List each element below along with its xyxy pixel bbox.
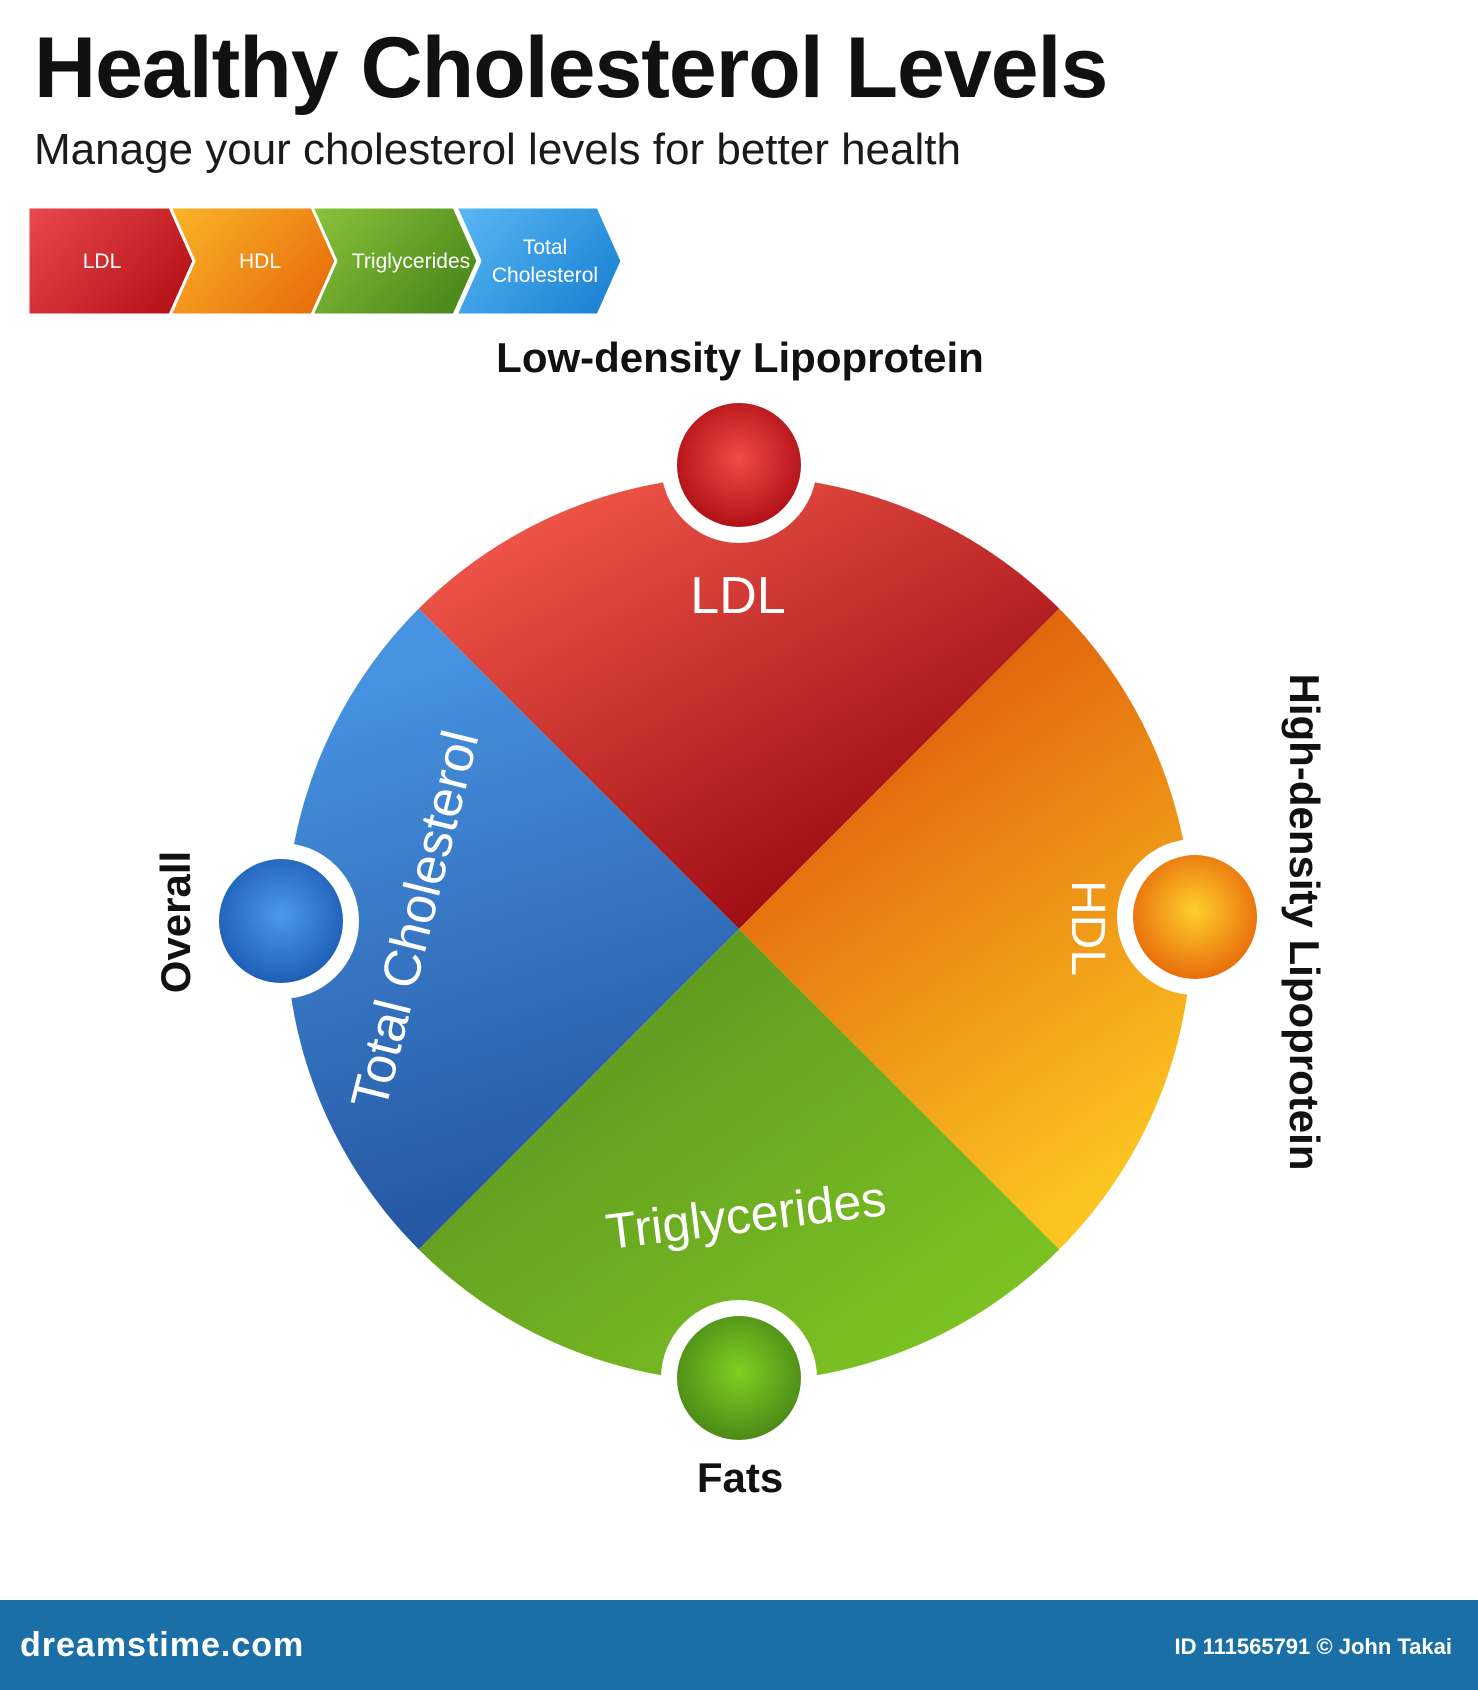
node-triglycerides [677,1316,801,1440]
node-total-cholesterol [219,859,343,983]
step-arrow-label: Total [523,236,567,259]
segment-triglycerides [418,929,1060,1382]
step-arrow-label: Triglycerides [352,250,470,273]
segment-label-hdl: HDL [1061,880,1114,976]
node-hdl [1133,855,1257,979]
footer-credit: ID 111565791 © John Takai [1174,1634,1452,1659]
segment-total-cholesterol [286,608,739,1250]
page-subtitle: Manage your cholesterol levels for bette… [34,125,961,174]
caption-total-cholesterol: Overall [152,851,199,993]
caption-triglycerides: Fats [697,1454,783,1501]
step-arrow-1: LDL [26,205,196,317]
step-arrow-label: HDL [239,250,281,273]
step-arrow-label: LDL [83,250,122,273]
footer-bar: dreamstime.com ID 111565791 © John Takai [0,1600,1478,1690]
segment-hdl [739,608,1192,1250]
caption-ldl: Low-density Lipoprotein [496,334,984,381]
step-arrow-shape [454,205,624,317]
caption-hdl: High-density Lipoprotein [1281,674,1328,1171]
segment-label-ldl: LDL [690,567,785,625]
node-ldl [677,403,801,527]
step-arrow-shape [310,205,480,317]
step-arrow-label: Cholesterol [492,264,598,287]
page-title: Healthy Cholesterol Levels [34,20,1108,116]
footer-logo: dreamstime.com [20,1626,305,1664]
segment-ldl [418,476,1060,929]
step-arrow-3: Triglycerides [310,205,480,317]
